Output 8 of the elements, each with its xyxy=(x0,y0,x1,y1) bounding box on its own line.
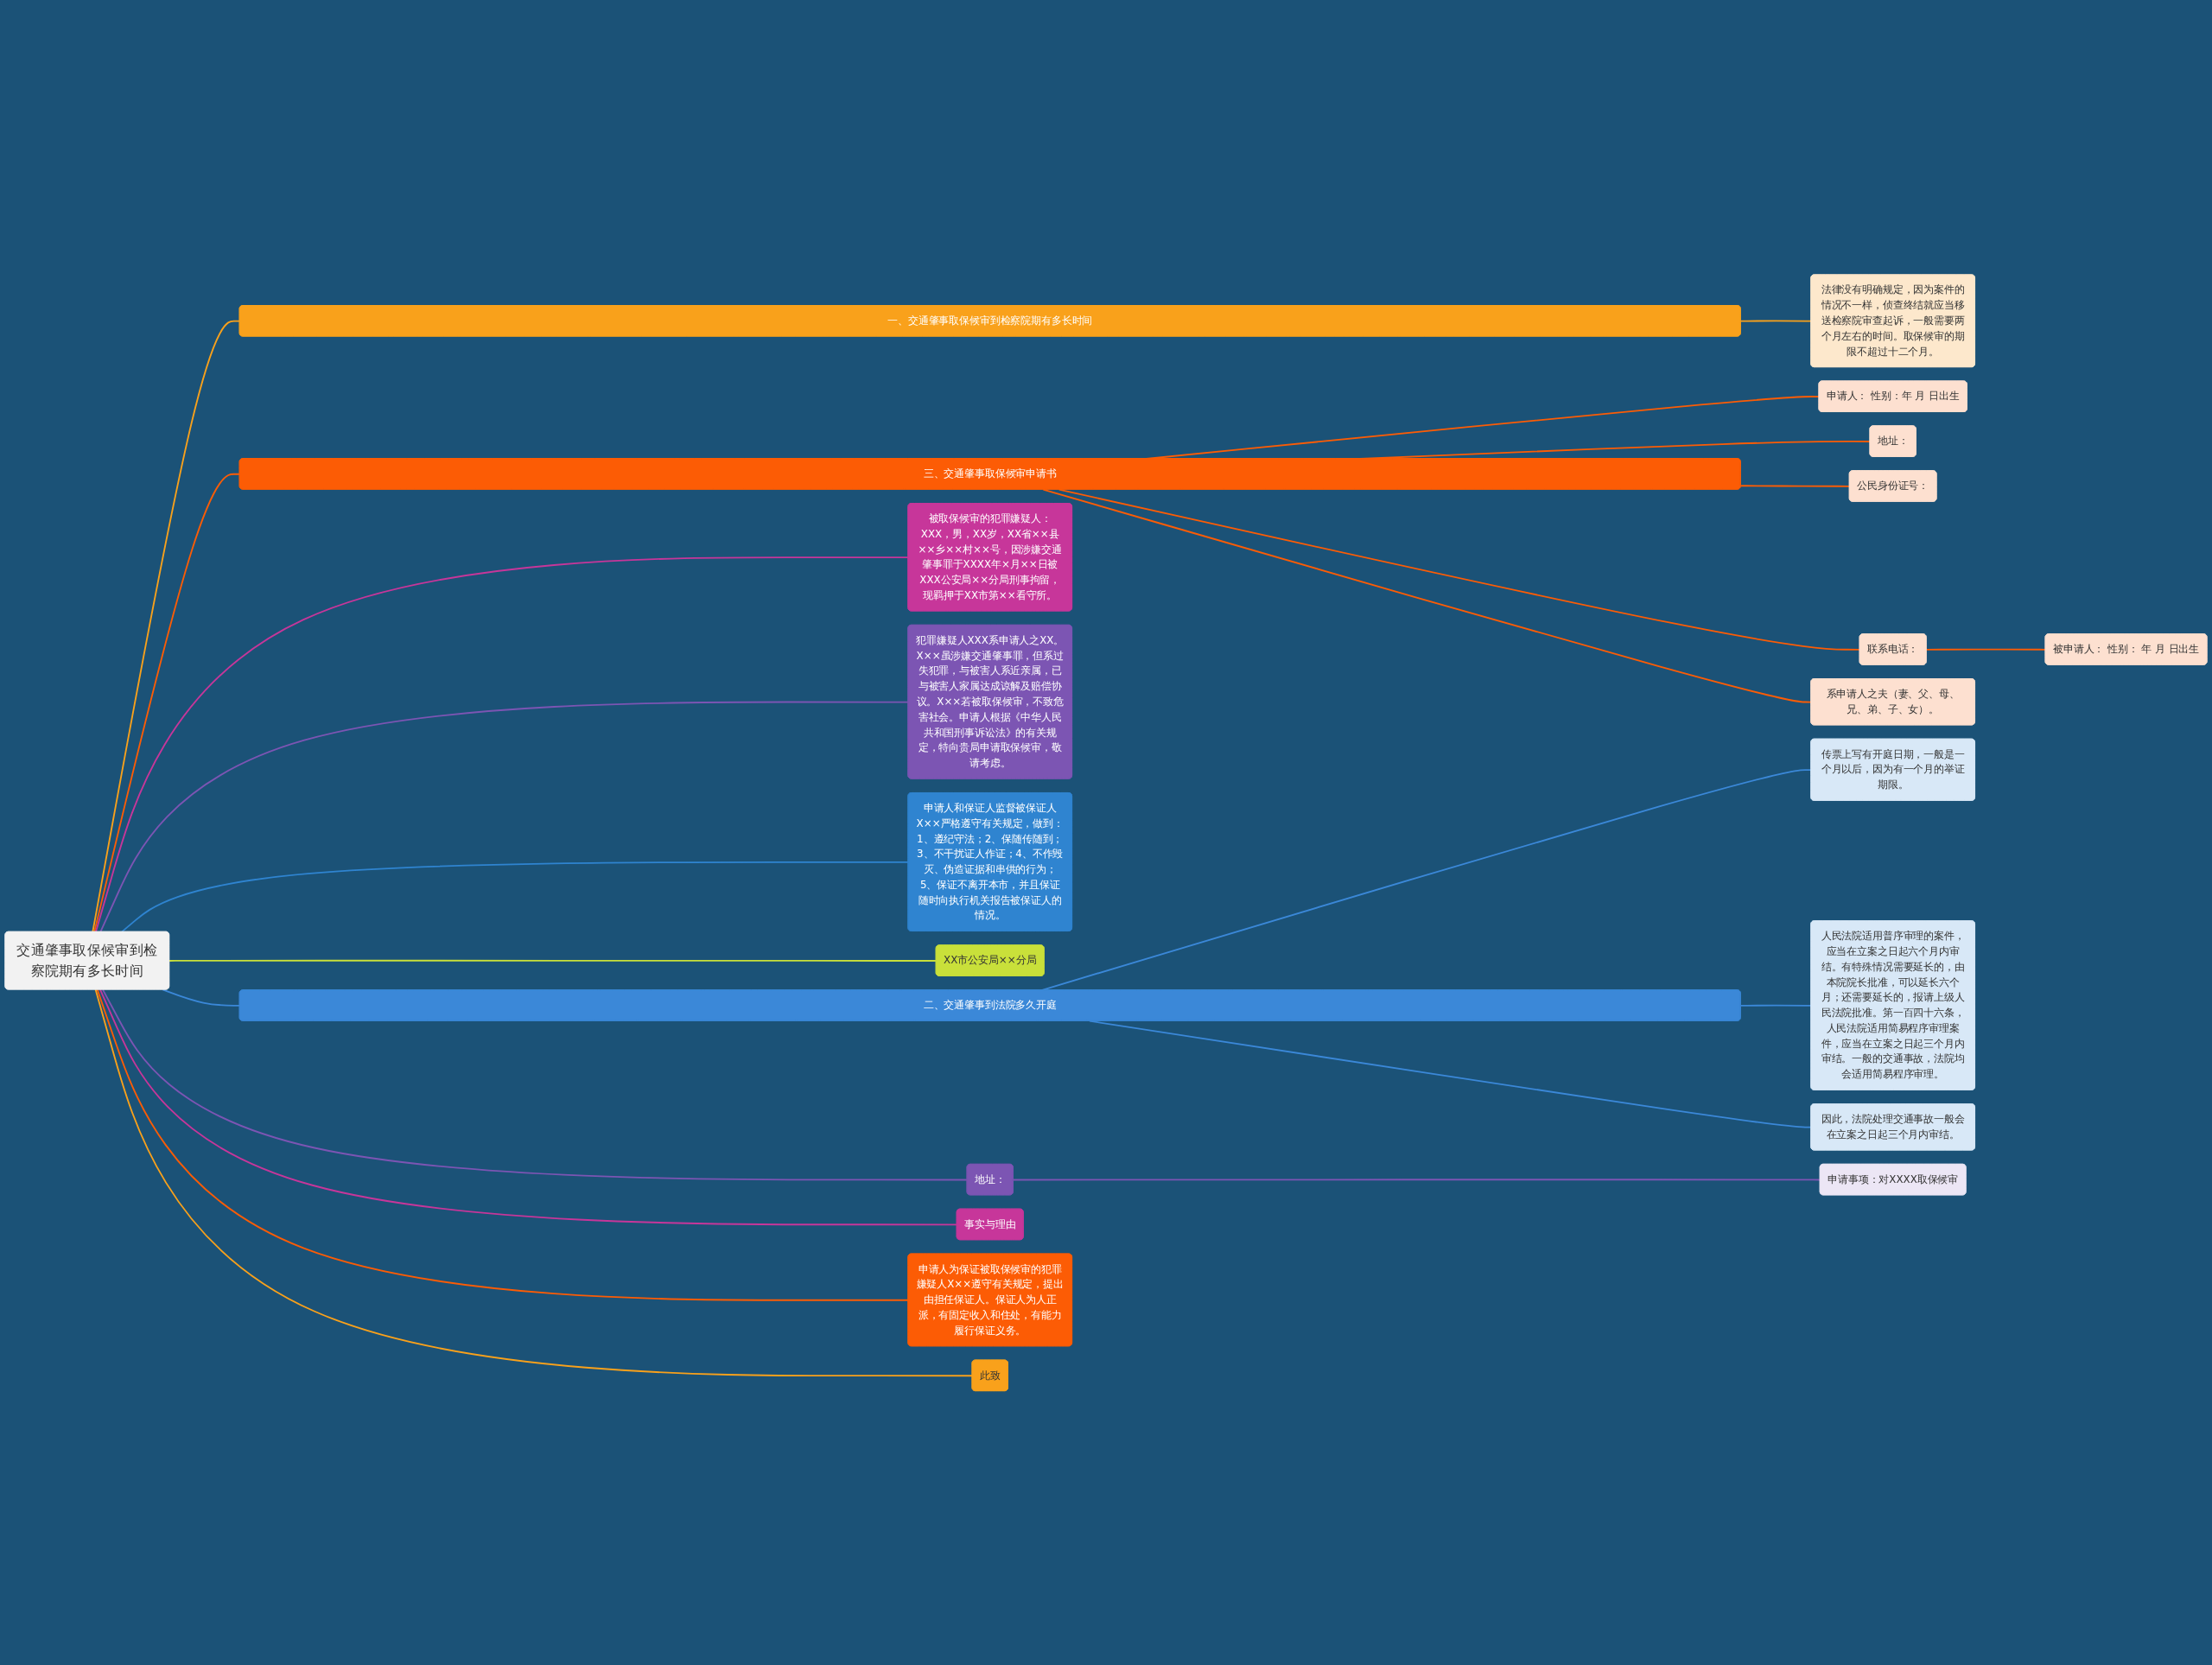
connector xyxy=(168,959,938,962)
connector xyxy=(102,988,969,1181)
connector xyxy=(1925,648,2047,651)
connector xyxy=(1012,1179,1821,1181)
connector xyxy=(1739,485,1851,487)
connector xyxy=(1058,488,1861,651)
connector xyxy=(99,988,958,1225)
connector xyxy=(162,988,241,1007)
